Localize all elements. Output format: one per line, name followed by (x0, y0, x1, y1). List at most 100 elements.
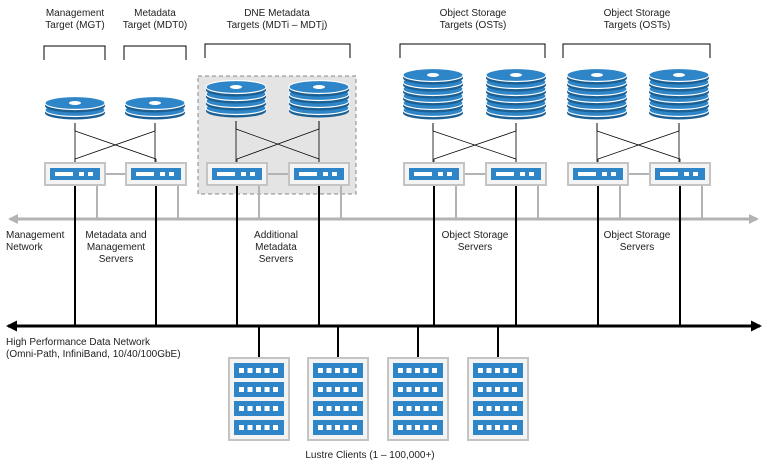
dne-pair-server-2 (288, 162, 350, 186)
disk-hub (427, 73, 439, 77)
client-led (486, 425, 492, 430)
client-led (512, 425, 517, 430)
client-led (343, 406, 349, 411)
disk-hub (673, 73, 685, 77)
crosslink (596, 123, 681, 163)
disk-hub (69, 101, 81, 105)
client-led (326, 425, 332, 430)
client-led (352, 425, 357, 430)
server-body (573, 168, 623, 180)
client-led (264, 425, 270, 430)
client-led (247, 425, 253, 430)
crosslink (597, 123, 680, 163)
server-light (79, 172, 84, 176)
client-led (326, 368, 332, 373)
disk-hub (510, 73, 522, 77)
server-body (491, 168, 541, 180)
server-light (169, 172, 174, 176)
server-body (212, 168, 262, 180)
client-led (415, 406, 420, 411)
oss-pair-a-server-1 (403, 162, 465, 186)
client-led (512, 387, 517, 392)
client-led (486, 368, 492, 373)
client-led (318, 368, 323, 373)
client-led (256, 368, 261, 373)
client-led (256, 406, 261, 411)
client-led (335, 387, 340, 392)
mds-pair-server-1 (44, 162, 106, 186)
server-light (323, 172, 328, 176)
client-led (335, 406, 340, 411)
client-led (318, 387, 323, 392)
mds-pair-crosslinks (74, 123, 157, 163)
oss-pair-a-server-2 (485, 162, 547, 186)
server-body (409, 168, 459, 180)
disk-hub (149, 101, 161, 105)
server-light (88, 172, 93, 176)
client-led (512, 406, 517, 411)
bracket-mdt0 (123, 45, 187, 60)
client-led (318, 425, 323, 430)
server-light (693, 172, 698, 176)
client-led (478, 406, 483, 411)
server-light (241, 172, 246, 176)
oss-pair-a-disk-2 (485, 67, 547, 120)
dne-pair-disk-2 (288, 79, 350, 118)
client-led (398, 425, 403, 430)
client-led (264, 368, 270, 373)
client-led (495, 387, 500, 392)
server-slot (217, 172, 235, 176)
client-led (415, 425, 420, 430)
client-led (423, 368, 429, 373)
server-light (684, 172, 689, 176)
client-led (432, 406, 437, 411)
lustre-client-4 (467, 327, 529, 441)
client-led (343, 368, 349, 373)
server-light (611, 172, 616, 176)
server-slot (660, 172, 678, 176)
disk-hub (591, 73, 603, 77)
bracket-ost-a (399, 43, 546, 58)
client-led (486, 387, 492, 392)
client-led (503, 368, 509, 373)
client-led (432, 368, 437, 373)
mds-pair-disk-1 (44, 95, 106, 120)
client-led (264, 387, 270, 392)
lustre-client-3 (387, 327, 449, 441)
server-slot (136, 172, 154, 176)
bracket-dne (204, 43, 351, 58)
crosslink (432, 123, 517, 163)
server-body (294, 168, 344, 180)
server-body (50, 168, 100, 180)
client-led (239, 368, 244, 373)
client-led (398, 406, 403, 411)
server-light (332, 172, 337, 176)
client-led (264, 406, 270, 411)
client-led (423, 425, 429, 430)
client-led (247, 387, 253, 392)
client-led (273, 387, 278, 392)
client-led (273, 425, 278, 430)
server-light (529, 172, 534, 176)
client-led (406, 368, 412, 373)
client-led (256, 387, 261, 392)
client-led (495, 406, 500, 411)
client-led (415, 387, 420, 392)
client-led (398, 368, 403, 373)
client-led (326, 387, 332, 392)
mds-pair-disk-2 (124, 95, 186, 120)
server-slot (578, 172, 596, 176)
disk-hub (230, 85, 242, 89)
server-light (160, 172, 165, 176)
client-led (423, 406, 429, 411)
